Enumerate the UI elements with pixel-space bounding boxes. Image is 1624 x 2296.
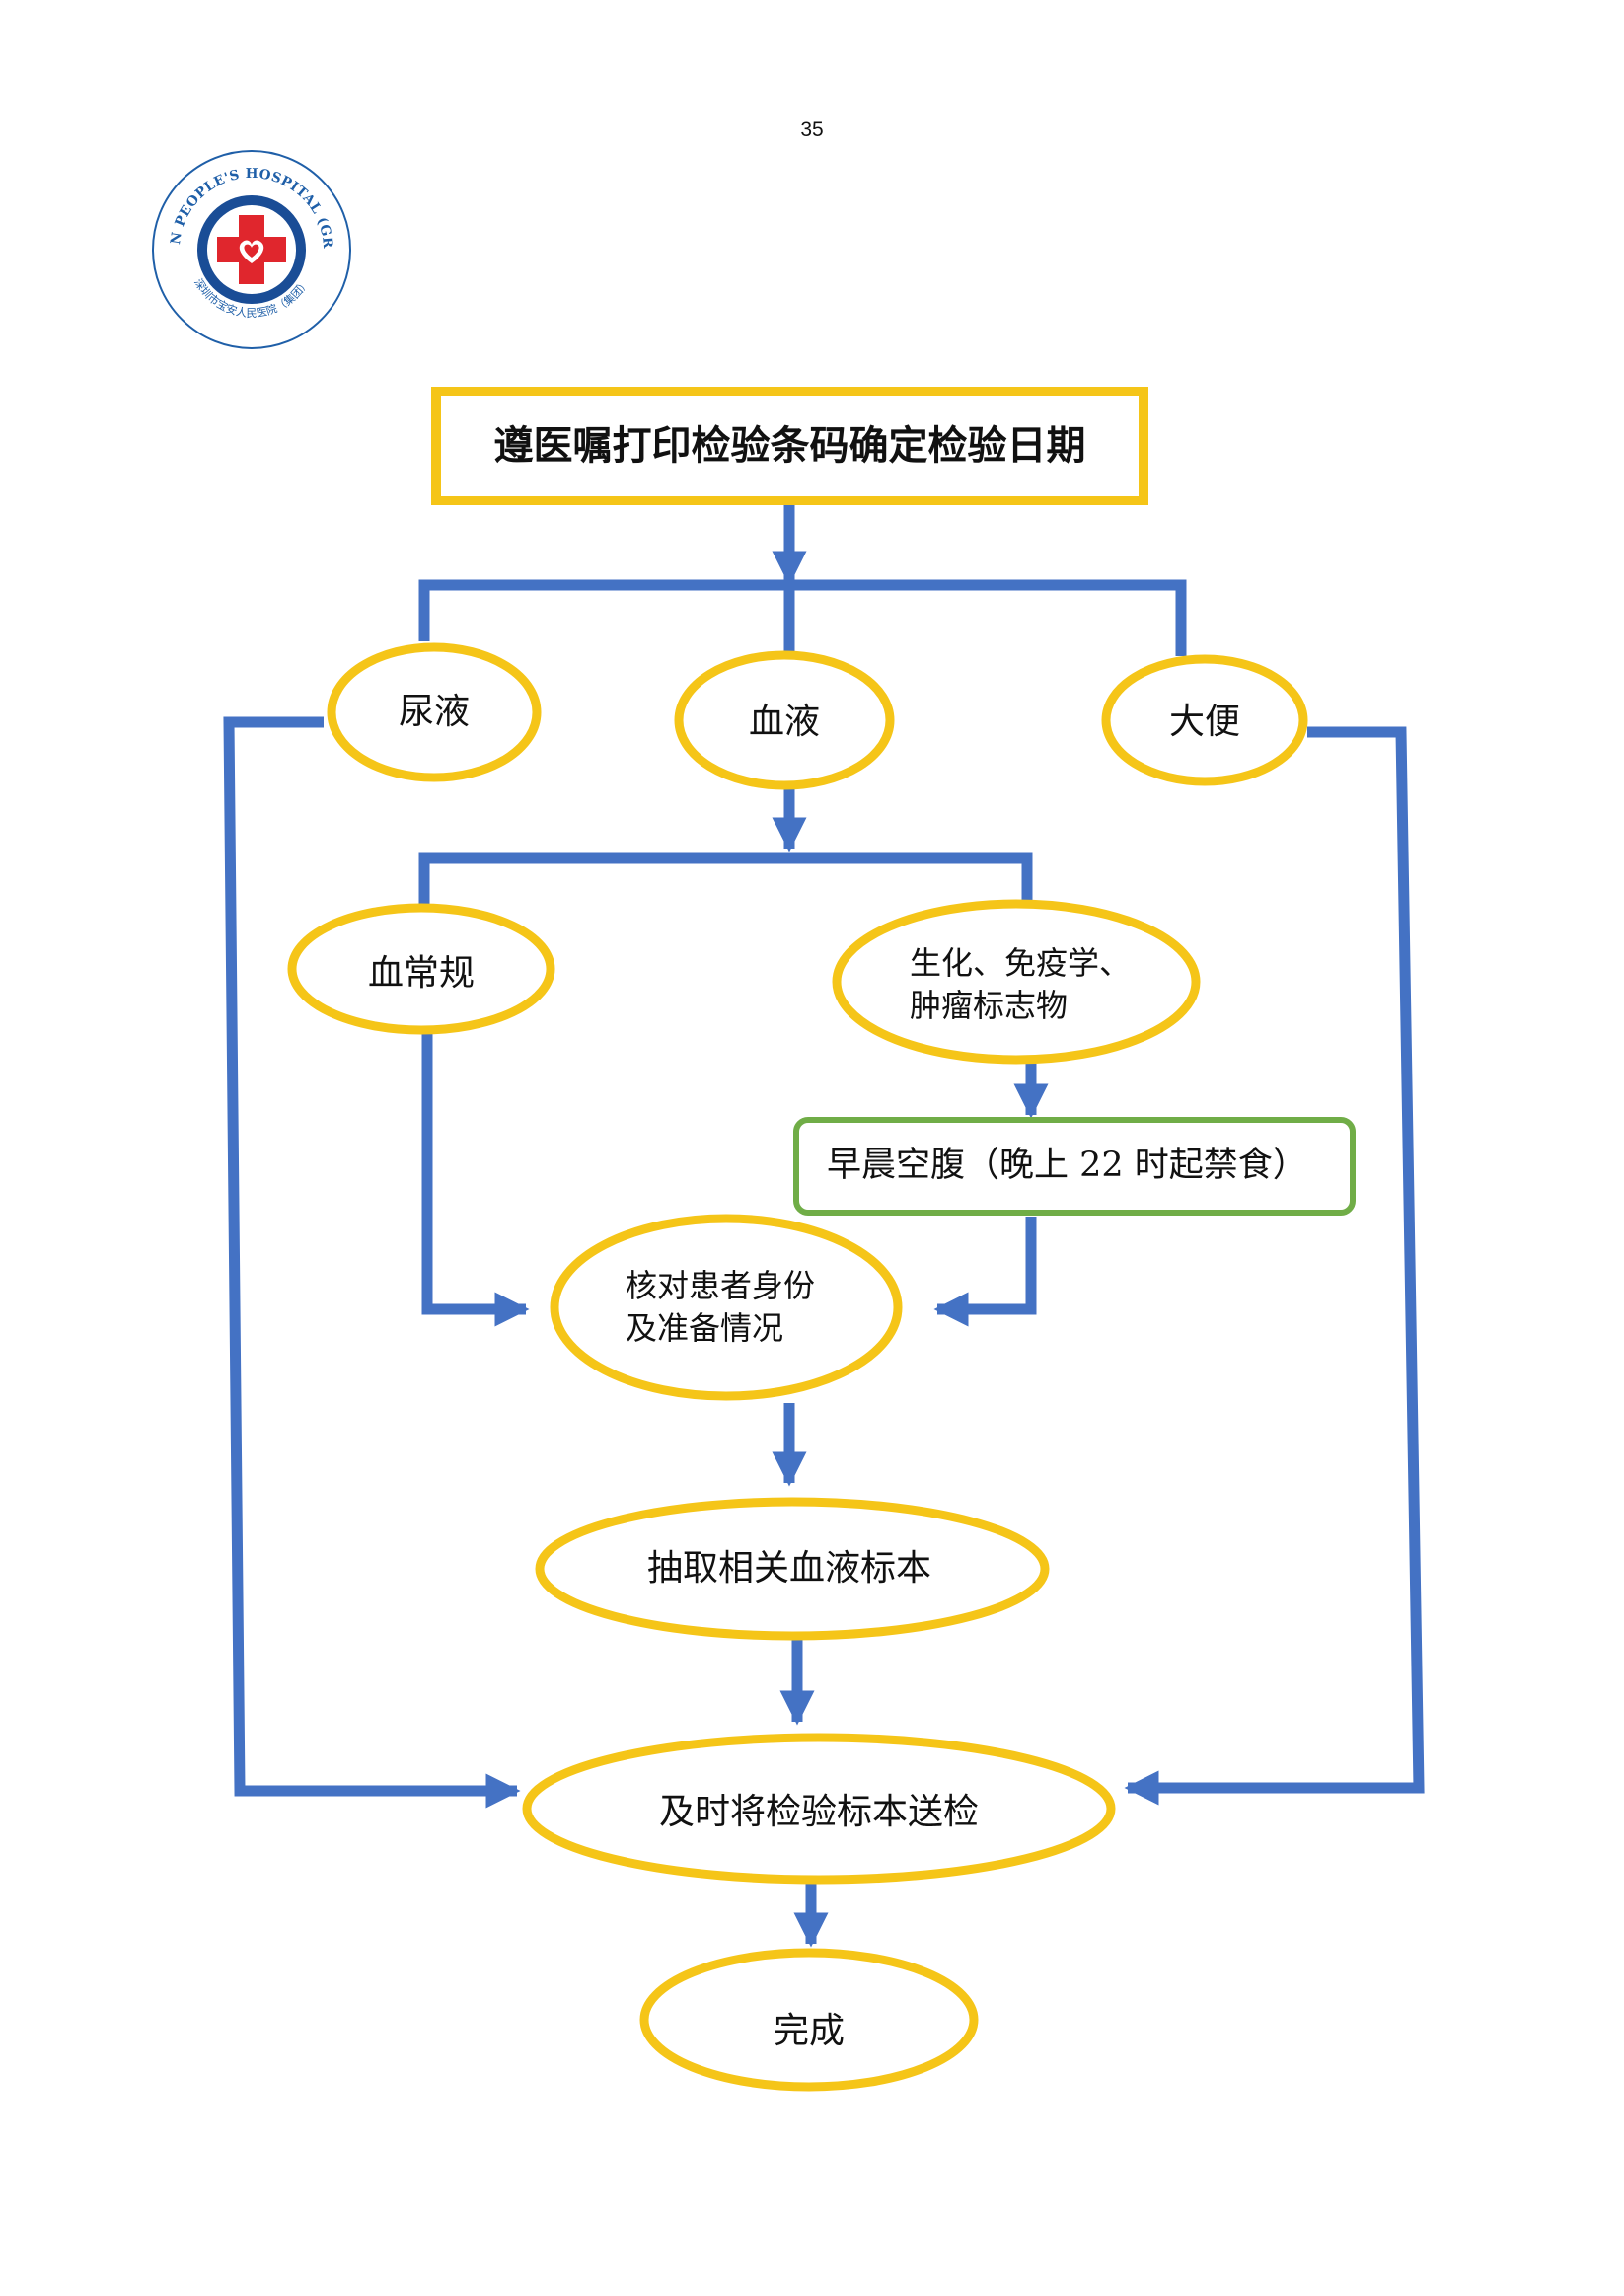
arrow-urine-to-send <box>223 716 521 1809</box>
node-draw <box>535 1497 1050 1641</box>
stool-label: 大便 <box>1168 701 1240 742</box>
urine-label: 尿液 <box>398 691 470 732</box>
node-urine <box>327 642 542 782</box>
node-blood-routine <box>287 903 555 1035</box>
verify-label: 核对患者身份 及准备情况 <box>626 1266 816 1347</box>
node-send <box>522 1733 1116 1885</box>
blood-label: 血液 <box>748 701 820 742</box>
biochem-label: 生化、免疫学、 肿瘤标志物 <box>910 943 1132 1024</box>
arrow-stool-to-send <box>1124 726 1425 1806</box>
node-done <box>639 1948 979 2092</box>
start-label: 遵医嘱打印检验条码确定检验日期 <box>493 423 1086 469</box>
arrow-fasting-to-verify <box>933 1217 1037 1327</box>
start-box <box>431 387 1148 505</box>
page-number: 35 <box>800 118 824 141</box>
hospital-logo: BAOAN PEOPLE'S HOSPITAL (GROUP) 深圳市宝安人民医… <box>148 146 351 349</box>
blood-routine-label: 血常规 <box>367 952 475 994</box>
node-stool <box>1101 654 1308 786</box>
arrow-routine-to-verify <box>421 1024 530 1327</box>
node-verify <box>550 1214 903 1401</box>
draw-label: 抽取相关血液标本 <box>646 1547 931 1589</box>
node-biochem <box>832 899 1201 1065</box>
send-label: 及时将检验标本送检 <box>658 1791 979 1832</box>
fasting-label: 早晨空腹（晚上 22 时起禁食） <box>827 1146 1307 1186</box>
branch-sample-types <box>418 579 1187 656</box>
red-cross-heart-icon <box>217 215 286 284</box>
node-blood <box>674 650 895 790</box>
done-label: 完成 <box>773 2010 845 2051</box>
fasting-box <box>793 1117 1356 1216</box>
branch-blood-tests <box>418 852 1033 905</box>
